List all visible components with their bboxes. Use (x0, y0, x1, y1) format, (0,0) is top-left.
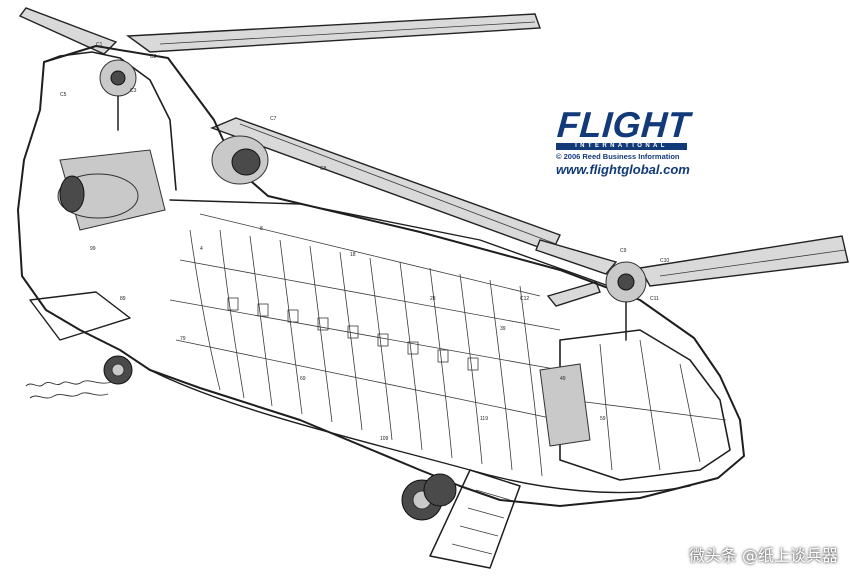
callout: 18 (350, 252, 356, 258)
callout: C11 (650, 296, 659, 302)
flight-logo: FLIGHT (555, 104, 692, 145)
callout: C2 (150, 54, 157, 60)
callout: C12 (520, 296, 529, 302)
front-rotor-blades (535, 235, 849, 307)
callout: 89 (120, 296, 126, 302)
fuselage (17, 45, 745, 507)
cabin-windows (227, 297, 479, 371)
callout-labels: C1 C2 C3 C5 C7 C8 C9 C10 C11 C12 4 8 18 … (60, 42, 669, 442)
callout: 119 (480, 416, 488, 422)
rear-rotor-head (99, 59, 137, 131)
callout: 99 (90, 246, 96, 252)
copyright-notice: © 2006 Reed Business Information (556, 152, 680, 161)
rear-rotor-blades (18, 7, 561, 253)
callout: 109 (380, 436, 389, 442)
forward-door-stairs (429, 469, 521, 569)
callout: 59 (600, 416, 606, 422)
callout: 79 (180, 336, 186, 342)
watermark-text: 微头条 @纸上谈兵器 (688, 546, 838, 565)
cockpit (539, 329, 731, 481)
callout: C9 (620, 248, 627, 254)
artist-signature (25, 380, 113, 399)
callout: 4 (200, 246, 203, 252)
publication-brand-block: FLIGHT INTERNATIONAL © 2006 Reed Busines… (555, 104, 696, 177)
callout: 69 (300, 376, 306, 382)
callout: C8 (320, 166, 327, 172)
callout: 28 (430, 296, 436, 302)
callout: C1 (96, 42, 103, 48)
cabin-frames (169, 213, 561, 477)
website-link[interactable]: www.flightglobal.com (556, 162, 690, 177)
callout: C3 (130, 88, 137, 94)
callout: 39 (500, 326, 506, 332)
landing-gear (103, 355, 457, 521)
callout: 49 (560, 376, 566, 382)
callout: 8 (260, 226, 263, 232)
front-rotor-head (605, 261, 647, 341)
callout: C10 (660, 258, 669, 264)
logo-subtitle-bar: INTERNATIONAL (556, 143, 687, 150)
callout: C7 (270, 116, 277, 122)
callout: C5 (60, 92, 67, 98)
